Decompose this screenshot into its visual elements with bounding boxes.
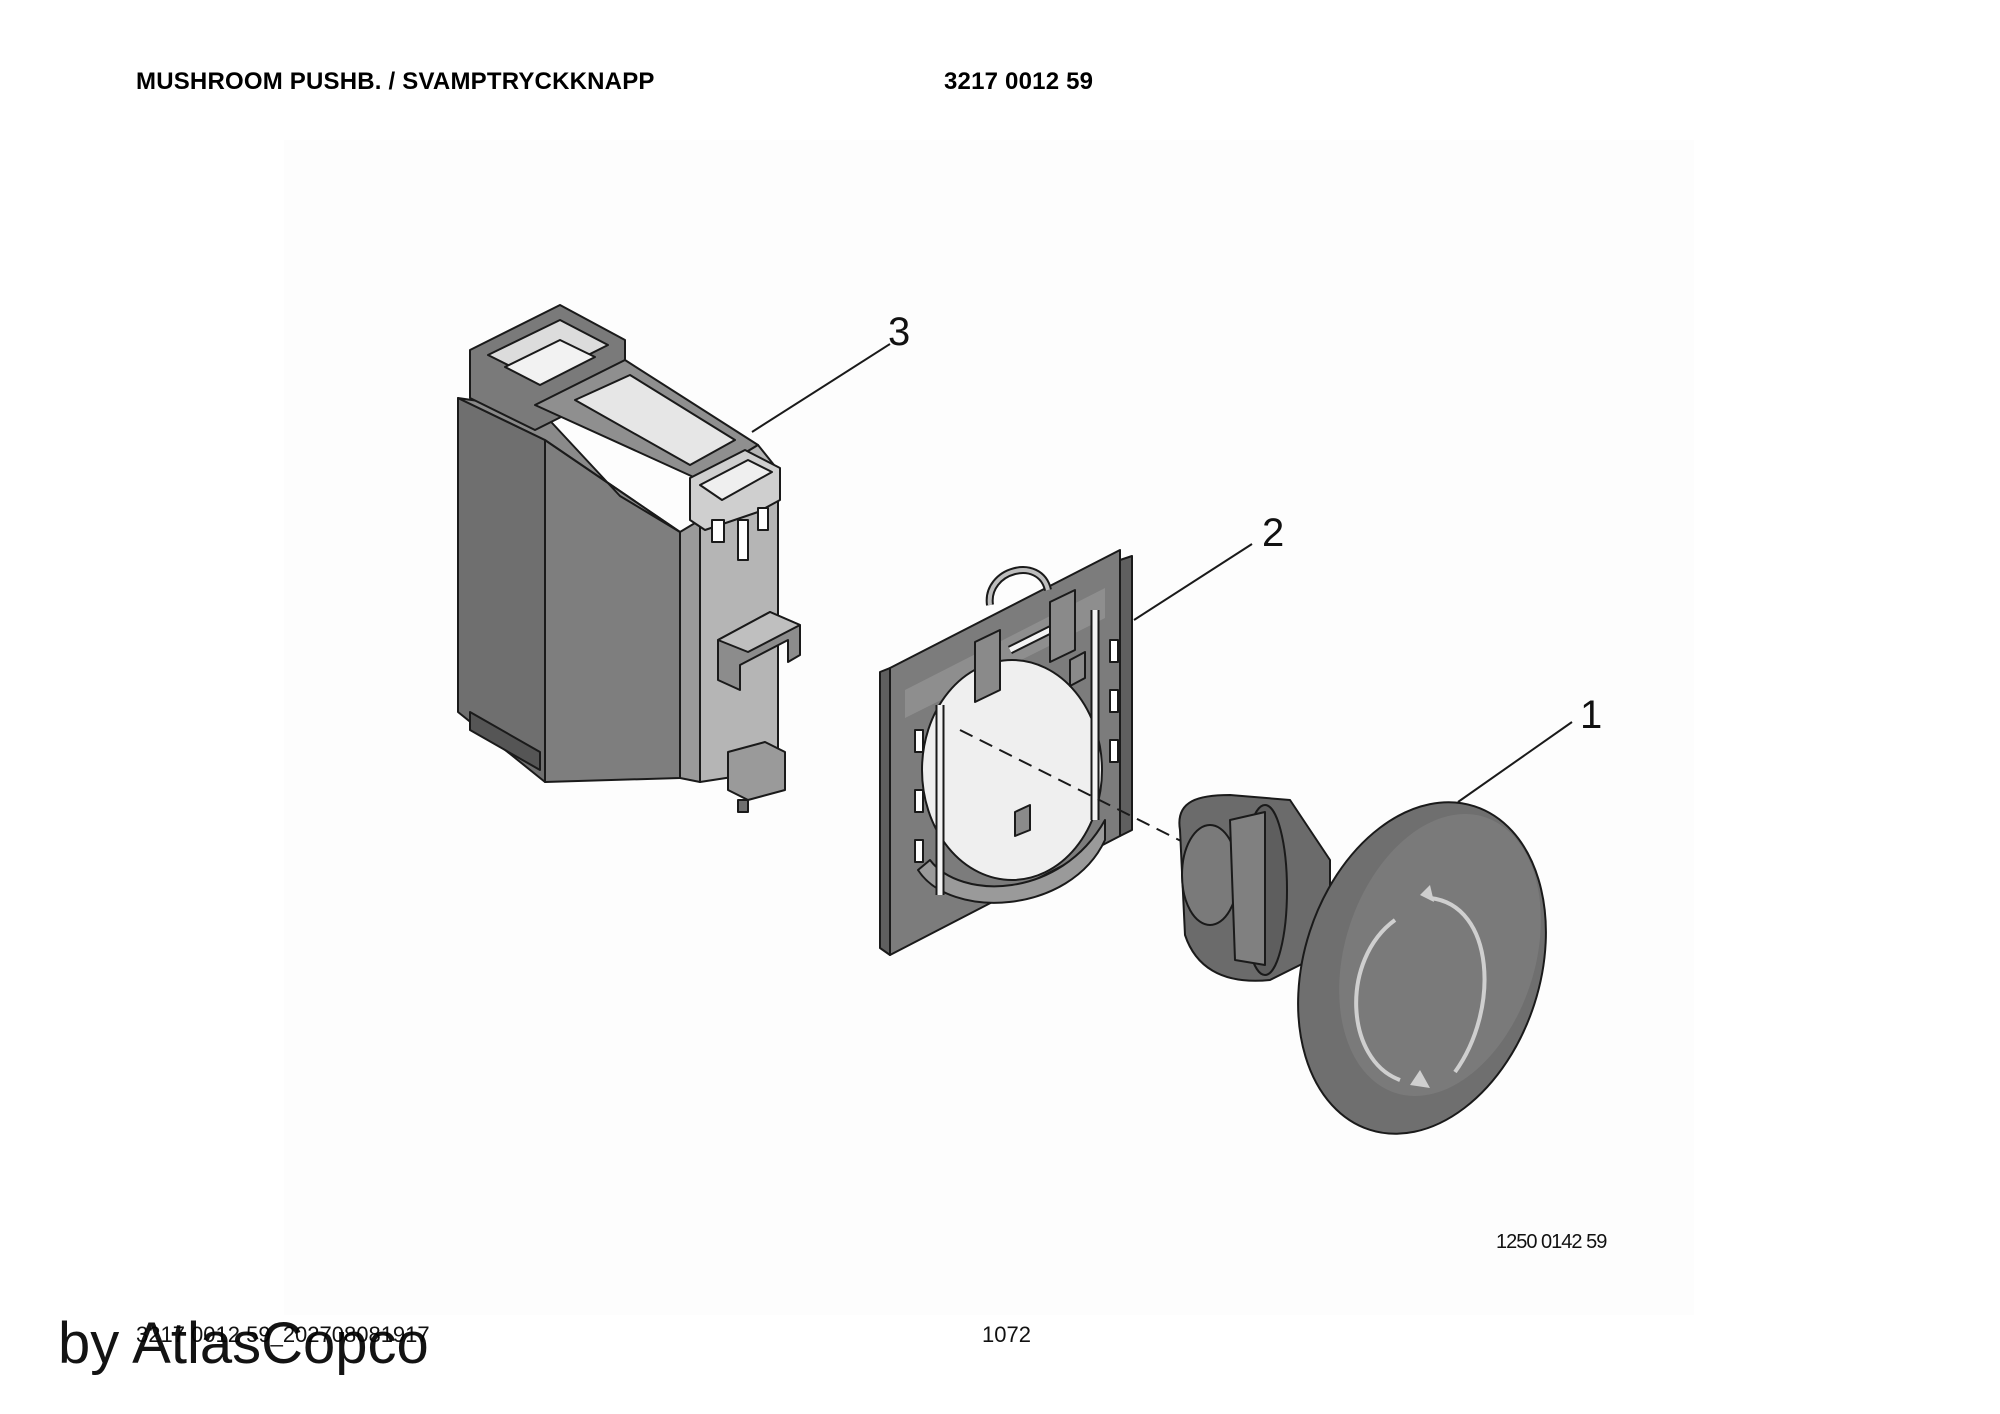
page-title: MUSHROOM PUSHB. / SVAMPTRYCKKNAPP xyxy=(136,68,655,95)
callout-2: 2 xyxy=(1262,511,1284,555)
callout-1: 1 xyxy=(1580,693,1602,737)
watermark-logo-text: by AtlasCopco xyxy=(58,1311,429,1376)
mushroom-button-part-1 xyxy=(1178,794,1547,1135)
figure-id: 1250 0142 59 xyxy=(1496,1231,1607,1253)
footer-document-id: 3217 0012 59_202708081917 xyxy=(136,1322,430,1347)
contact-block-part-3 xyxy=(457,304,801,813)
exploded-view-svg: 3 2 1 1250 0142 59 xyxy=(457,304,1608,1253)
part-number: 3217 0012 59 xyxy=(944,68,1094,95)
callout-3: 3 xyxy=(888,310,910,354)
leader-line-1 xyxy=(1457,721,1573,803)
leader-line-2 xyxy=(1133,543,1253,621)
assembly-axis-line xyxy=(959,729,1186,844)
leader-lines xyxy=(751,343,1573,803)
footer-page-number: 1072 xyxy=(982,1322,1031,1347)
leader-line-3 xyxy=(751,343,891,433)
exploded-view-drawing: 3 2 1 1250 0142 59 xyxy=(284,140,1694,1315)
